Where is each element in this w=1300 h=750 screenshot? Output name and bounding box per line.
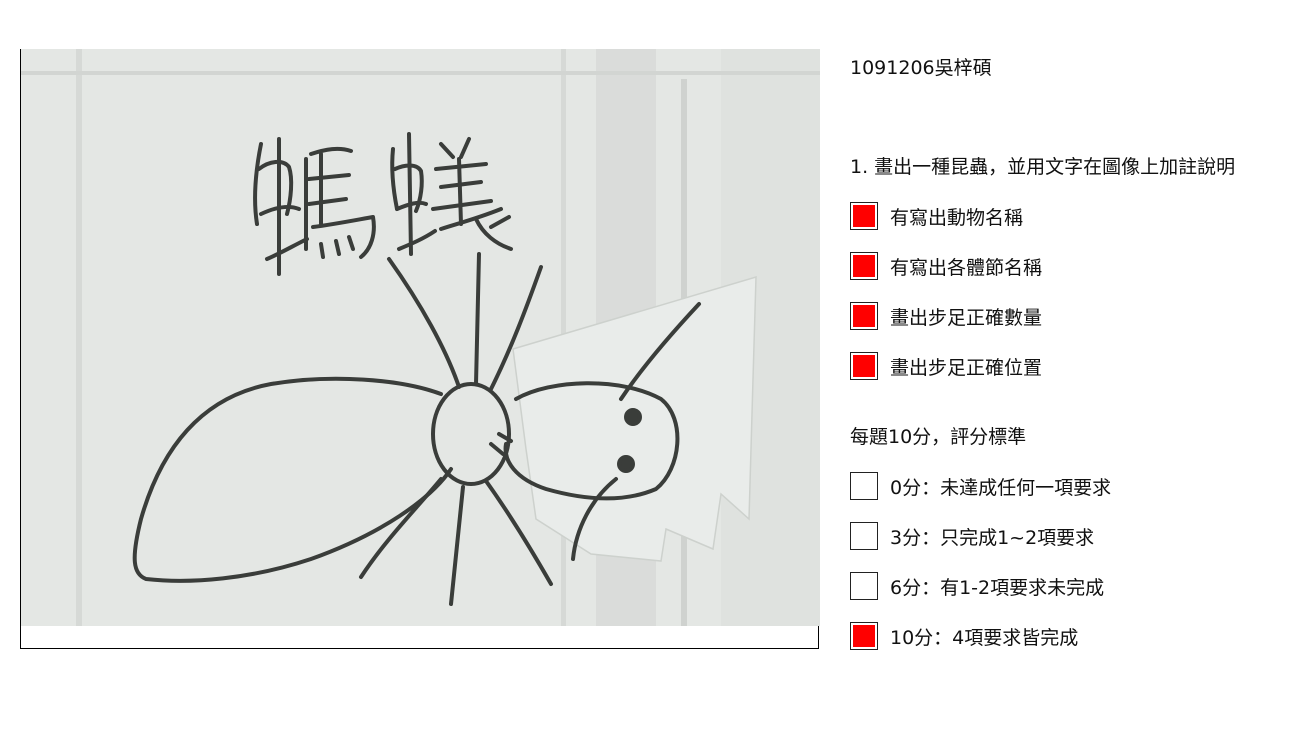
ant-drawing [21, 49, 820, 626]
criterion-checkbox[interactable] [850, 202, 878, 230]
criterion-row[interactable]: 有寫出各體節名稱 [850, 251, 1042, 281]
criterion-checkbox[interactable] [850, 252, 878, 280]
score-option-label: 3分：只完成1~2項要求 [890, 526, 1095, 549]
score-option-label: 6分：有1-2項要求未完成 [890, 576, 1105, 599]
score-option-label: 0分：未達成任何一項要求 [890, 476, 1112, 499]
student-drawing-photo [21, 49, 820, 626]
criterion-checkbox[interactable] [850, 352, 878, 380]
student-id: 1091206吳梓碩 [850, 57, 992, 79]
criterion-label: 畫出步足正確位置 [890, 356, 1043, 379]
score-checkbox[interactable] [850, 472, 878, 500]
score-option-label: 10分：4項要求皆完成 [890, 626, 1079, 649]
score-checkbox[interactable] [850, 572, 878, 600]
score-option-row[interactable]: 0分：未達成任何一項要求 [850, 471, 1111, 501]
criterion-label: 畫出步足正確數量 [890, 306, 1043, 329]
criterion-row[interactable]: 畫出步足正確位置 [850, 351, 1042, 381]
criterion-label: 有寫出各體節名稱 [890, 256, 1043, 279]
criterion-label: 有寫出動物名稱 [890, 206, 1024, 229]
score-option-row[interactable]: 3分：只完成1~2項要求 [850, 521, 1094, 551]
criterion-checkbox[interactable] [850, 302, 878, 330]
handwritten-label-image [253, 132, 513, 276]
score-checkbox[interactable] [850, 622, 878, 650]
criterion-row[interactable]: 畫出步足正確數量 [850, 301, 1042, 331]
score-option-row[interactable]: 10分：4項要求皆完成 [850, 621, 1078, 651]
score-checkbox[interactable] [850, 522, 878, 550]
question-text: 1. 畫出一種昆蟲，並用文字在圖像上加註說明 [850, 156, 1236, 178]
criterion-row[interactable]: 有寫出動物名稱 [850, 201, 1023, 231]
score-option-row[interactable]: 6分：有1-2項要求未完成 [850, 571, 1104, 601]
student-drawing-frame [20, 49, 820, 649]
scoring-title: 每題10分，評分標準 [850, 426, 1027, 448]
